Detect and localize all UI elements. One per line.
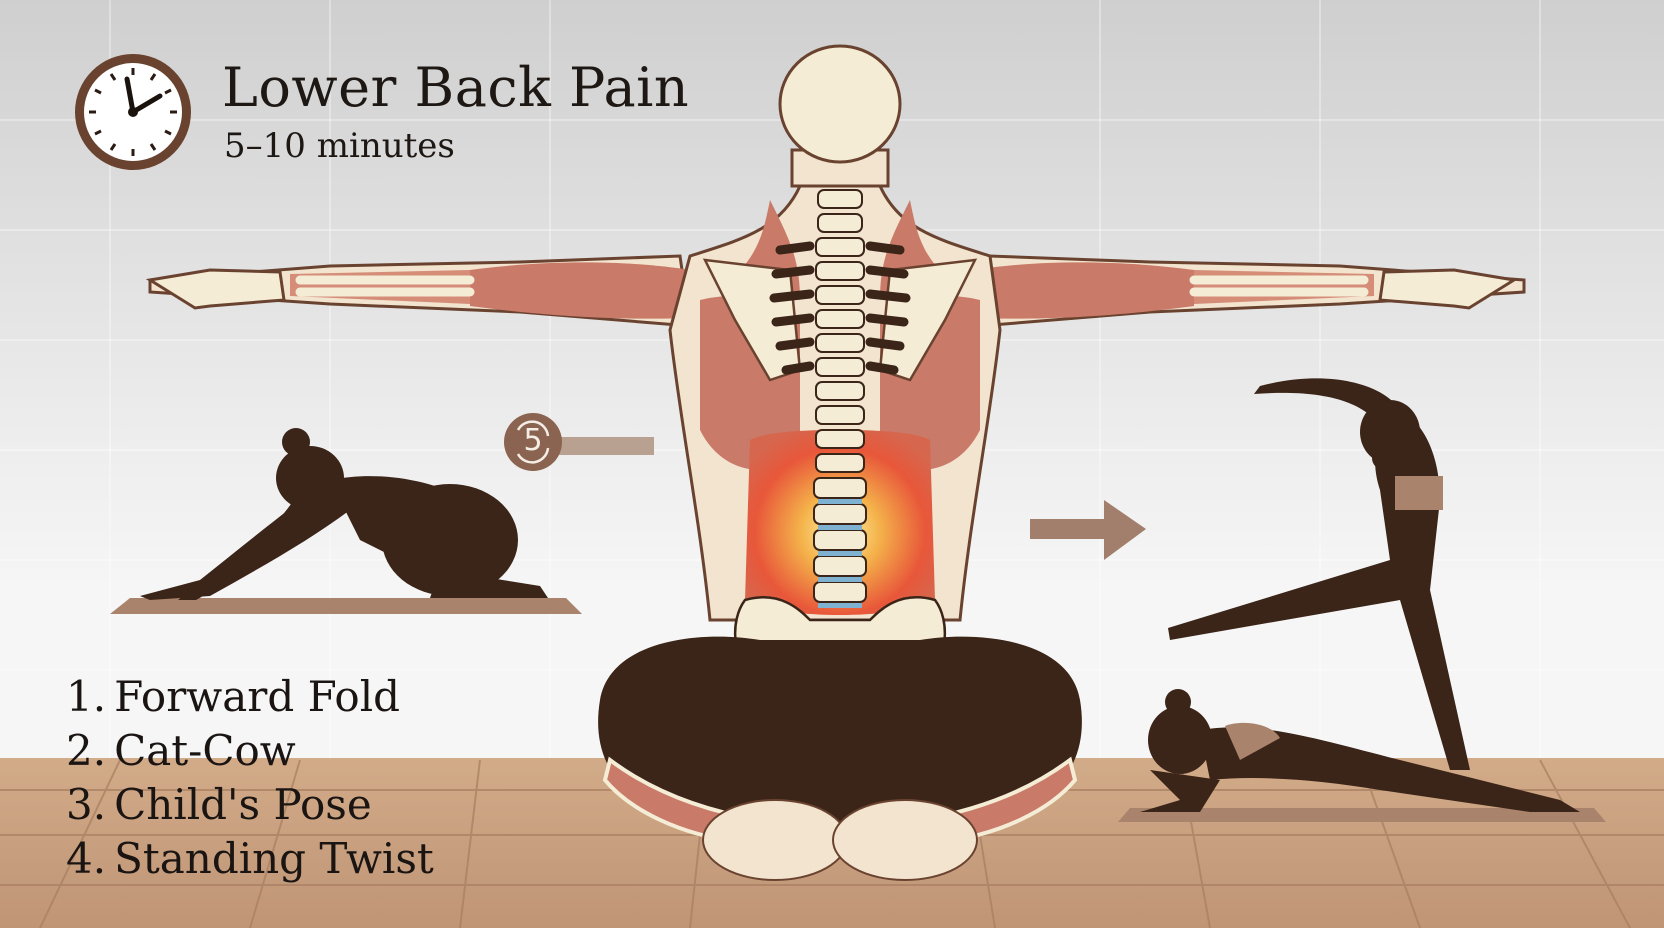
- step-number: 1.: [66, 672, 107, 721]
- step-label: Forward Fold: [114, 672, 401, 721]
- step-number: 4.: [66, 834, 107, 883]
- step-number: 3.: [66, 780, 107, 829]
- exercise-steps-list: 1.Forward Fold 2.Cat-Cow 3.Child's Pose …: [66, 670, 434, 886]
- step-label: Standing Twist: [114, 834, 434, 883]
- step-label: Child's Pose: [114, 780, 372, 829]
- childs-pose-figure: [140, 428, 548, 600]
- step-label: Cat-Cow: [114, 726, 296, 775]
- list-item: 1.Forward Fold: [66, 670, 434, 724]
- step-number: 2.: [66, 726, 107, 775]
- list-item: 3.Child's Pose: [66, 778, 434, 832]
- list-item: 2.Cat-Cow: [66, 724, 434, 778]
- yoga-mat-right: [1118, 808, 1606, 822]
- spine: [769, 168, 911, 608]
- standing-pose-figure: [1168, 378, 1470, 770]
- page-title: Lower Back Pain: [222, 56, 690, 119]
- anatomy-figure: [145, 44, 1526, 881]
- arrow-right-icon: [1030, 500, 1146, 560]
- timer-badge-label: 5: [523, 423, 543, 458]
- list-item: 4.Standing Twist: [66, 832, 434, 886]
- crossed-legs: [598, 636, 1082, 845]
- plank-pose-figure: [1140, 689, 1580, 812]
- head: [778, 44, 902, 188]
- yoga-mat-left: [110, 598, 582, 614]
- duration-label: 5–10 minutes: [224, 126, 455, 166]
- clock-icon: [75, 54, 191, 170]
- timer-badge-icon: [504, 413, 654, 471]
